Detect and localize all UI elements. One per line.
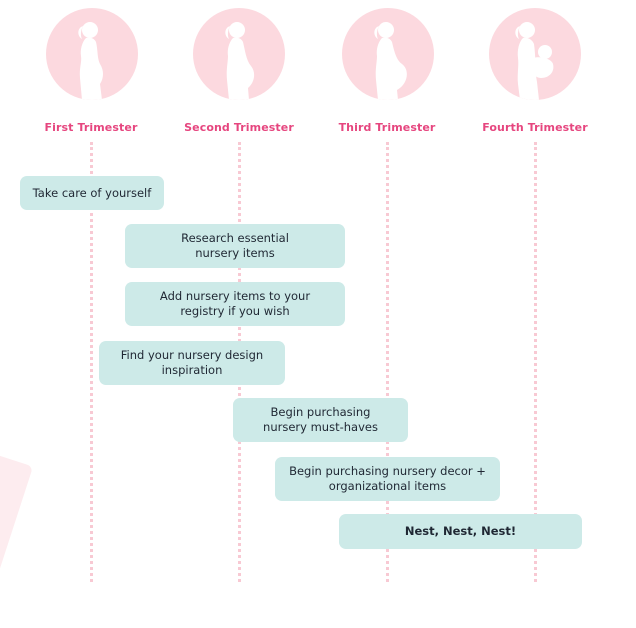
first-trimester-label: First Trimester: [44, 121, 138, 134]
third-trimester-timeline: [386, 142, 389, 582]
second-trimester-circle: [193, 8, 285, 100]
task-research-nursery-items: Research essential nursery items: [125, 224, 345, 268]
task-add-registry: Add nursery items to your registry if yo…: [125, 282, 345, 326]
fourth-trimester-circle: [489, 8, 581, 100]
pregnant-silhouette-icon: [78, 22, 103, 100]
pregnant-silhouette-icon: [374, 22, 407, 100]
task-take-care: Take care of yourself: [20, 176, 164, 210]
third-trimester-circle: [342, 8, 434, 100]
task-nest: Nest, Nest, Nest!: [339, 514, 582, 549]
task-purchase-must-haves: Begin purchasing nursery must-haves: [233, 398, 408, 442]
corner-decoration: [0, 451, 34, 628]
third-trimester-label: Third Trimester: [338, 121, 436, 134]
fourth-trimester-timeline: [534, 142, 537, 582]
fourth-trimester-label: Fourth Trimester: [482, 121, 588, 134]
mother-with-baby-icon: [515, 22, 554, 100]
task-design-inspiration: Find your nursery design inspiration: [99, 341, 285, 385]
second-trimester-label: Second Trimester: [184, 121, 294, 134]
first-trimester-circle: [46, 8, 138, 100]
pregnant-silhouette-icon: [225, 22, 255, 100]
task-purchase-decor: Begin purchasing nursery decor + organiz…: [275, 457, 500, 501]
first-trimester-timeline: [90, 142, 93, 582]
